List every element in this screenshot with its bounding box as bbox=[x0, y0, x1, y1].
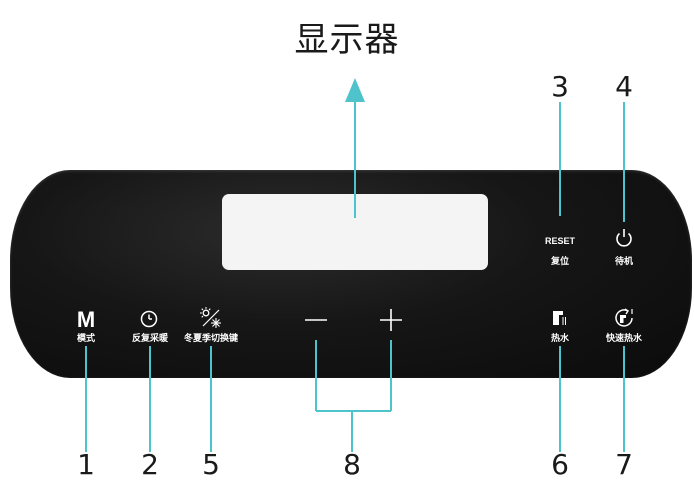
faucet-icon[interactable] bbox=[550, 308, 570, 328]
mode-label: 模式 bbox=[76, 334, 96, 344]
minus-icon[interactable] bbox=[303, 307, 329, 333]
callout-number-6: 6 bbox=[551, 448, 569, 481]
reset-glyph[interactable]: RESET bbox=[544, 236, 576, 246]
power-icon[interactable] bbox=[612, 226, 636, 250]
callout-number-7: 7 bbox=[615, 448, 633, 481]
callout-number-3: 3 bbox=[551, 70, 569, 103]
callout-number-2: 2 bbox=[141, 448, 159, 481]
reset-label: 复位 bbox=[550, 257, 570, 267]
callout-number-4: 4 bbox=[615, 70, 633, 103]
callout-number-1: 1 bbox=[77, 448, 95, 481]
season-switch-label: 冬夏季切换键 bbox=[183, 334, 239, 344]
callout-number-8: 8 bbox=[343, 448, 361, 481]
display-arrow-head bbox=[345, 78, 365, 102]
mode-glyph[interactable]: M bbox=[76, 307, 96, 332]
display-title: 显示器 bbox=[294, 20, 400, 60]
sun-snow-icon[interactable] bbox=[199, 306, 223, 330]
callout-number-5: 5 bbox=[202, 448, 220, 481]
repeat-heat-label: 反复采暖 bbox=[131, 334, 169, 344]
clock-icon[interactable] bbox=[138, 308, 160, 330]
fast-hot-water-icon[interactable] bbox=[612, 306, 636, 330]
plus-icon[interactable] bbox=[378, 307, 404, 333]
standby-label: 待机 bbox=[614, 257, 634, 267]
fast-hot-water-label: 快速热水 bbox=[605, 334, 643, 344]
hot-water-label: 热水 bbox=[550, 334, 570, 344]
